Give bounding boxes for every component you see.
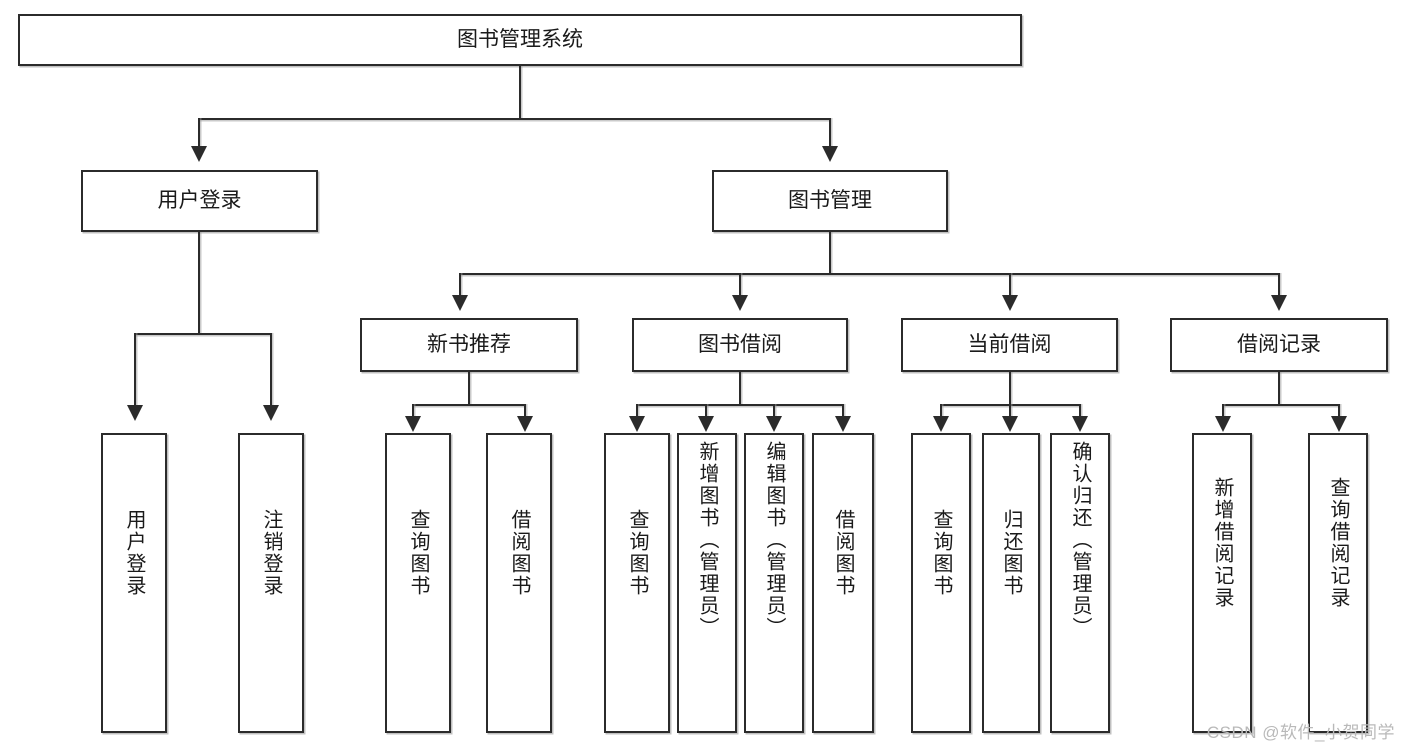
leaf-book-borrow-add-book-admin[interactable]: 新增图书（管理员） [677, 433, 737, 733]
arrowhead-current-borrow-leaf-1 [933, 416, 949, 432]
node-borrow-record[interactable]: 借阅记录 [1170, 318, 1388, 372]
node-label: 查询图书 [407, 509, 429, 597]
connector-current-borrow-to-leaf-3 [1079, 404, 1081, 417]
connector-book-borrow-to-leaf-4 [842, 404, 844, 417]
node-label: 新书推荐 [427, 332, 511, 356]
node-label: 查询借阅记录 [1327, 477, 1349, 609]
node-label: 归还图书 [1000, 509, 1022, 597]
leaf-current-borrow-query-book[interactable]: 查询图书 [911, 433, 971, 733]
leaf-new-book-query-book[interactable]: 查询图书 [385, 433, 451, 733]
node-root-book-management-system[interactable]: 图书管理系统 [18, 14, 1022, 66]
node-label: 查询图书 [626, 509, 648, 597]
connector-user-login-to-leaf-2 [270, 333, 272, 405]
node-label: 用户登录 [157, 188, 242, 212]
csdn-watermark: CSDN @软件_小贺同学 [1206, 723, 1395, 742]
connector-to-book-management [829, 118, 831, 146]
node-label: 用户登录 [123, 509, 145, 597]
leaf-user-login-login[interactable]: 用户登录 [101, 433, 167, 733]
connector-to-book-borrow [739, 273, 741, 295]
node-label: 图书管理系统 [457, 27, 583, 51]
arrowhead-user-login-leaf-2 [263, 405, 279, 421]
node-label: 确认归还（管理员） [1069, 441, 1091, 639]
arrowhead-current-borrow-leaf-3 [1072, 416, 1088, 432]
leaf-book-borrow-edit-book-admin[interactable]: 编辑图书（管理员） [744, 433, 804, 733]
connector-user-login-to-leaf-1 [134, 333, 136, 405]
connector-current-borrow-to-leaf-2 [1009, 404, 1011, 417]
node-label: 借阅图书 [508, 509, 530, 597]
arrowhead-book-borrow-leaf-2 [698, 416, 714, 432]
node-label: 编辑图书（管理员） [763, 441, 785, 639]
connector-current-borrow-stem [1009, 372, 1011, 405]
leaf-borrow-record-add-record[interactable]: 新增借阅记录 [1192, 433, 1252, 733]
node-label: 借阅图书 [832, 509, 854, 597]
connector-borrow-record-to-leaf-1 [1222, 404, 1224, 417]
connector-level2-bar [198, 118, 831, 120]
node-label: 注销登录 [260, 509, 282, 597]
connector-user-login-stem [198, 232, 200, 334]
connector-new-book-to-leaf-2 [524, 404, 526, 417]
arrowhead-borrow-record-leaf-1 [1215, 416, 1231, 432]
node-book-management[interactable]: 图书管理 [712, 170, 948, 232]
connector-new-book-bar [412, 404, 525, 406]
arrowhead-to-new-book-recommend [452, 295, 468, 311]
connector-book-borrow-bar [636, 404, 844, 406]
connector-borrow-record-bar [1222, 404, 1339, 406]
connector-book-management-stem [829, 232, 831, 274]
leaf-book-borrow-query-book[interactable]: 查询图书 [604, 433, 670, 733]
arrowhead-user-login-leaf-1 [127, 405, 143, 421]
leaf-new-book-borrow-book[interactable]: 借阅图书 [486, 433, 552, 733]
connector-level3-bar [459, 273, 1279, 275]
arrowhead-to-current-borrow [1002, 295, 1018, 311]
node-book-borrow[interactable]: 图书借阅 [632, 318, 848, 372]
connector-current-borrow-to-leaf-1 [940, 404, 942, 417]
node-label: 新增借阅记录 [1211, 477, 1233, 609]
arrowhead-to-book-borrow [732, 295, 748, 311]
leaf-book-borrow-borrow-book[interactable]: 借阅图书 [812, 433, 874, 733]
arrowhead-to-borrow-record [1271, 295, 1287, 311]
arrowhead-new-book-leaf-1 [405, 416, 421, 432]
node-current-borrow[interactable]: 当前借阅 [901, 318, 1118, 372]
connector-book-borrow-to-leaf-2 [705, 404, 707, 417]
arrowhead-current-borrow-leaf-2 [1002, 416, 1018, 432]
leaf-current-borrow-return-book[interactable]: 归还图书 [982, 433, 1040, 733]
connector-to-borrow-record [1278, 273, 1280, 295]
connector-book-borrow-to-leaf-1 [636, 404, 638, 417]
connector-to-user-login [198, 118, 200, 146]
arrowhead-to-user-login [191, 146, 207, 162]
connector-book-borrow-stem [739, 372, 741, 405]
arrowhead-book-borrow-leaf-1 [629, 416, 645, 432]
connector-root-stem [519, 66, 521, 119]
node-user-login[interactable]: 用户登录 [81, 170, 318, 232]
node-label: 新增图书（管理员） [696, 441, 718, 639]
connector-new-book-stem [468, 372, 470, 405]
connector-borrow-record-stem [1278, 372, 1280, 405]
node-label: 借阅记录 [1237, 332, 1321, 356]
leaf-user-login-logout[interactable]: 注销登录 [238, 433, 304, 733]
leaf-current-borrow-confirm-return-admin[interactable]: 确认归还（管理员） [1050, 433, 1110, 733]
arrowhead-new-book-leaf-2 [517, 416, 533, 432]
node-label: 图书借阅 [698, 332, 782, 356]
arrowhead-borrow-record-leaf-2 [1331, 416, 1347, 432]
node-label: 查询图书 [930, 509, 952, 597]
leaf-borrow-record-query-record[interactable]: 查询借阅记录 [1308, 433, 1368, 733]
arrowhead-book-borrow-leaf-4 [835, 416, 851, 432]
connector-to-current-borrow [1009, 273, 1011, 295]
node-new-book-recommend[interactable]: 新书推荐 [360, 318, 578, 372]
arrowhead-book-borrow-leaf-3 [766, 416, 782, 432]
connector-borrow-record-to-leaf-2 [1338, 404, 1340, 417]
connector-user-login-bar [134, 333, 271, 335]
connector-to-new-book-recommend [459, 273, 461, 295]
arrowhead-to-book-management [822, 146, 838, 162]
node-label: 图书管理 [788, 188, 872, 212]
node-label: 当前借阅 [967, 332, 1052, 356]
connector-book-borrow-to-leaf-3 [773, 404, 775, 417]
connector-new-book-to-leaf-1 [412, 404, 414, 417]
